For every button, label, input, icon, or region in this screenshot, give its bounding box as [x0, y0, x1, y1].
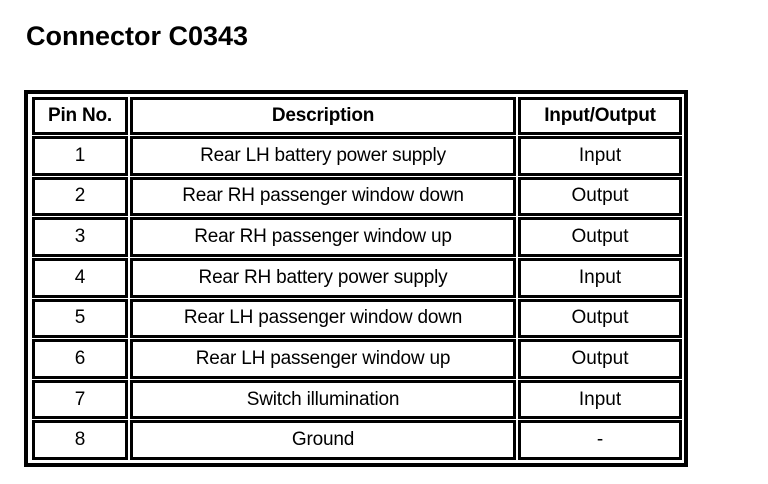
table-row: 5 Rear LH passenger window down Output: [32, 298, 682, 339]
cell-input-output: Input: [518, 257, 682, 298]
cell-description: Rear LH battery power supply: [130, 136, 516, 176]
table-header-row: Pin No. Description Input/Output: [32, 97, 682, 135]
cell-pin-no: 2: [32, 176, 128, 217]
cell-input-output: Input: [518, 379, 682, 420]
cell-description: Rear RH passenger window up: [130, 217, 516, 257]
cell-description: Rear LH passenger window up: [130, 339, 516, 379]
cell-pin-no: 1: [32, 136, 128, 176]
cell-description: Rear LH passenger window down: [130, 298, 516, 339]
cell-input-output: Output: [518, 217, 682, 257]
column-header-description: Description: [130, 97, 516, 135]
cell-input-output: Input: [518, 136, 682, 176]
table-row: 8 Ground -: [32, 420, 682, 460]
cell-pin-no: 8: [32, 420, 128, 460]
cell-input-output: Output: [518, 176, 682, 217]
table-header: Pin No. Description Input/Output: [32, 97, 682, 135]
connector-pinout-table-frame: Pin No. Description Input/Output 1 Rear …: [24, 90, 688, 467]
table-row: 7 Switch illumination Input: [32, 379, 682, 420]
table-row: 6 Rear LH passenger window up Output: [32, 339, 682, 379]
cell-description: Rear RH passenger window down: [130, 176, 516, 217]
cell-pin-no: 4: [32, 257, 128, 298]
cell-pin-no: 5: [32, 298, 128, 339]
table-row: 1 Rear LH battery power supply Input: [32, 136, 682, 176]
cell-pin-no: 3: [32, 217, 128, 257]
cell-description: Ground: [130, 420, 516, 460]
cell-pin-no: 7: [32, 379, 128, 420]
cell-description: Rear RH battery power supply: [130, 257, 516, 298]
table-body: 1 Rear LH battery power supply Input 2 R…: [32, 136, 682, 460]
page-title: Connector C0343: [26, 21, 249, 51]
cell-input-output: Output: [518, 339, 682, 379]
column-header-pin-no: Pin No.: [32, 97, 128, 135]
column-header-input-output: Input/Output: [518, 97, 682, 135]
cell-input-output: -: [518, 420, 682, 460]
table-row: 4 Rear RH battery power supply Input: [32, 257, 682, 298]
table-row: 2 Rear RH passenger window down Output: [32, 176, 682, 217]
table-row: 3 Rear RH passenger window up Output: [32, 217, 682, 257]
cell-input-output: Output: [518, 298, 682, 339]
connector-pinout-table: Pin No. Description Input/Output 1 Rear …: [30, 96, 684, 461]
cell-description: Switch illumination: [130, 379, 516, 420]
cell-pin-no: 6: [32, 339, 128, 379]
